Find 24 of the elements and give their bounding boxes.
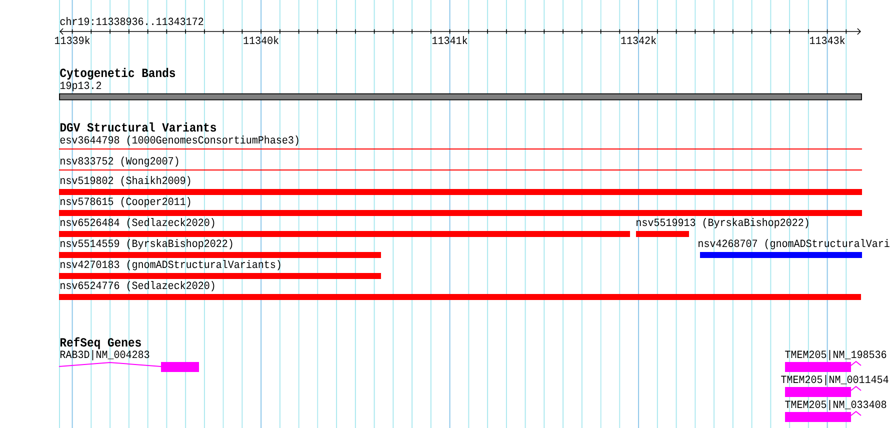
scale-label: 11340k (244, 36, 279, 44)
feature-label: nsv833752 (Wong2007) (60, 156, 178, 167)
feature-label: nsv6524776 (Sedlazeck2020) (60, 281, 214, 292)
location-label: chr19:11338936..11343172 (60, 17, 204, 26)
feature-label: nsv6526484 (Sedlazeck2020) (60, 218, 214, 228)
feature-label: nsv5514559 (ByrskaBishop2022) (60, 239, 232, 250)
feature-label: nsv4268707 (gnomADStructuralVari (698, 239, 890, 250)
feature-label: nsv5519913 (ByrskaBishop2022) (636, 218, 808, 228)
scale-label: 11342k (621, 36, 656, 44)
feature-label: esv3644798 (1000GenomesConsortiumPhase3) (60, 136, 298, 146)
track-heading: RefSeq Genes (60, 337, 141, 350)
feature-label: nsv578615 (Cooper2011) (60, 197, 190, 208)
band-label: 19p13.2 (60, 82, 102, 92)
track-heading: Cytogenetic Bands (60, 68, 176, 80)
scale-label: 11343k (810, 36, 845, 44)
feature-label: nsv4270183 (gnomADStructuralVariants) (60, 260, 280, 270)
track-heading: DGV Structural Variants (60, 122, 216, 132)
scale-label: 11339k (55, 36, 90, 44)
gene-label: TMEM205|NM_198536 (785, 350, 886, 360)
feature-label: nsv519802 (Shaikh2009) (60, 176, 190, 186)
scale-label: 11341k (432, 36, 468, 44)
gene-label: TMEM205|NM_0011454 (781, 375, 888, 386)
gene-label: RAB3D|NM_004283 (60, 350, 150, 360)
gene-label: TMEM205|NM_033408 (785, 400, 886, 410)
